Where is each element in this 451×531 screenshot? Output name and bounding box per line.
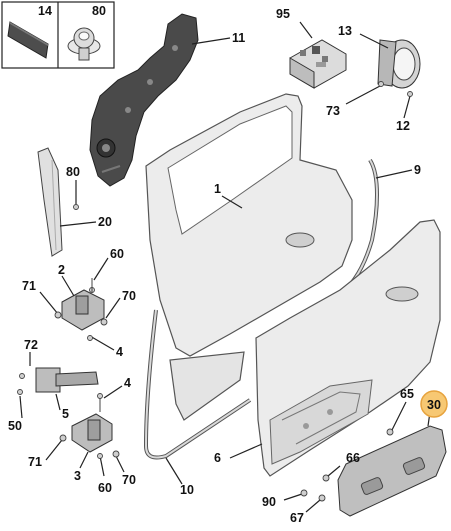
label-1: 1	[214, 182, 221, 196]
label-20: 20	[98, 215, 112, 229]
nut-60b	[97, 453, 103, 459]
leader-50	[19, 395, 23, 419]
door-handle-recess-rear	[285, 232, 315, 248]
label-71a: 71	[22, 279, 36, 293]
trim-panel-part	[337, 425, 447, 517]
leader-60a	[93, 257, 109, 281]
screw-73	[378, 81, 384, 87]
door-check-part	[17, 367, 99, 395]
label-50: 50	[8, 419, 22, 433]
label-95: 95	[276, 7, 290, 21]
label-4b: 4	[124, 376, 131, 390]
highlight-badge-30	[420, 390, 448, 418]
leader-70b	[115, 455, 125, 473]
label-70b: 70	[122, 473, 136, 487]
label-66: 66	[346, 451, 360, 465]
leader-10	[165, 457, 183, 485]
label-10: 10	[180, 483, 194, 497]
label-60b: 60	[98, 481, 112, 495]
screw-12	[407, 91, 413, 97]
label-9: 9	[414, 163, 421, 177]
label-3: 3	[74, 469, 81, 483]
speaker-ring-part	[377, 39, 421, 89]
leader-66	[327, 465, 341, 477]
label-4a: 4	[116, 345, 123, 359]
leader-60b	[99, 455, 105, 477]
leader-6	[229, 443, 263, 459]
label-2: 2	[58, 263, 65, 277]
leader-67	[305, 499, 321, 513]
bolt-71a	[54, 311, 62, 319]
leader-9	[375, 169, 413, 179]
leader-70a	[105, 297, 121, 319]
leader-73	[345, 85, 381, 105]
leader-90	[283, 493, 303, 501]
clip-65	[386, 428, 394, 436]
lock-module-part	[289, 39, 347, 89]
pillar-trim-part	[37, 147, 63, 257]
clip-90	[300, 489, 308, 497]
bolt-71b	[59, 434, 67, 442]
clip-67	[318, 494, 326, 502]
label-70a: 70	[122, 289, 136, 303]
clip-80	[73, 204, 79, 210]
label-60a: 60	[110, 247, 124, 261]
label-14: 14	[38, 4, 52, 18]
label-12: 12	[396, 119, 410, 133]
label-80: 80	[66, 165, 80, 179]
upper-hinge-part	[61, 278, 105, 331]
leader-12	[403, 95, 411, 119]
door-shell-part	[145, 93, 353, 421]
window-regulator-part	[89, 13, 199, 187]
label-6: 6	[214, 451, 221, 465]
label-67: 67	[290, 511, 304, 525]
plug-clip-part	[67, 27, 101, 61]
leader-71a	[39, 291, 59, 315]
leader-4b	[103, 385, 123, 399]
door-panel-part	[255, 219, 441, 477]
leader-95	[299, 21, 313, 39]
leader-1	[221, 195, 243, 209]
clip-66	[322, 474, 330, 482]
label-30: 30	[427, 398, 441, 412]
leader-5	[55, 393, 61, 411]
leader-65	[391, 401, 407, 431]
nut-70b	[112, 450, 120, 458]
leader-3	[79, 451, 89, 469]
label-13: 13	[338, 24, 352, 38]
label-80-inset: 80	[92, 4, 106, 18]
nut-70a	[100, 318, 108, 326]
leader-2	[61, 275, 75, 297]
label-72: 72	[24, 338, 38, 352]
label-11: 11	[232, 31, 245, 45]
label-65: 65	[400, 387, 414, 401]
leader-71b	[45, 439, 63, 461]
label-90: 90	[262, 495, 276, 509]
adhesive-pad-edge	[10, 22, 48, 46]
lower-hinge-part	[71, 393, 113, 453]
label-5: 5	[62, 407, 69, 421]
leader-11	[191, 37, 231, 45]
inset-box: 14 80	[1, 1, 115, 69]
leader-13	[359, 33, 389, 49]
leader-20	[59, 221, 97, 227]
label-73: 73	[326, 104, 340, 118]
door-handle-recess	[385, 286, 419, 302]
leader-4a	[89, 335, 115, 351]
screw-4a	[87, 335, 93, 341]
label-71b: 71	[28, 455, 42, 469]
